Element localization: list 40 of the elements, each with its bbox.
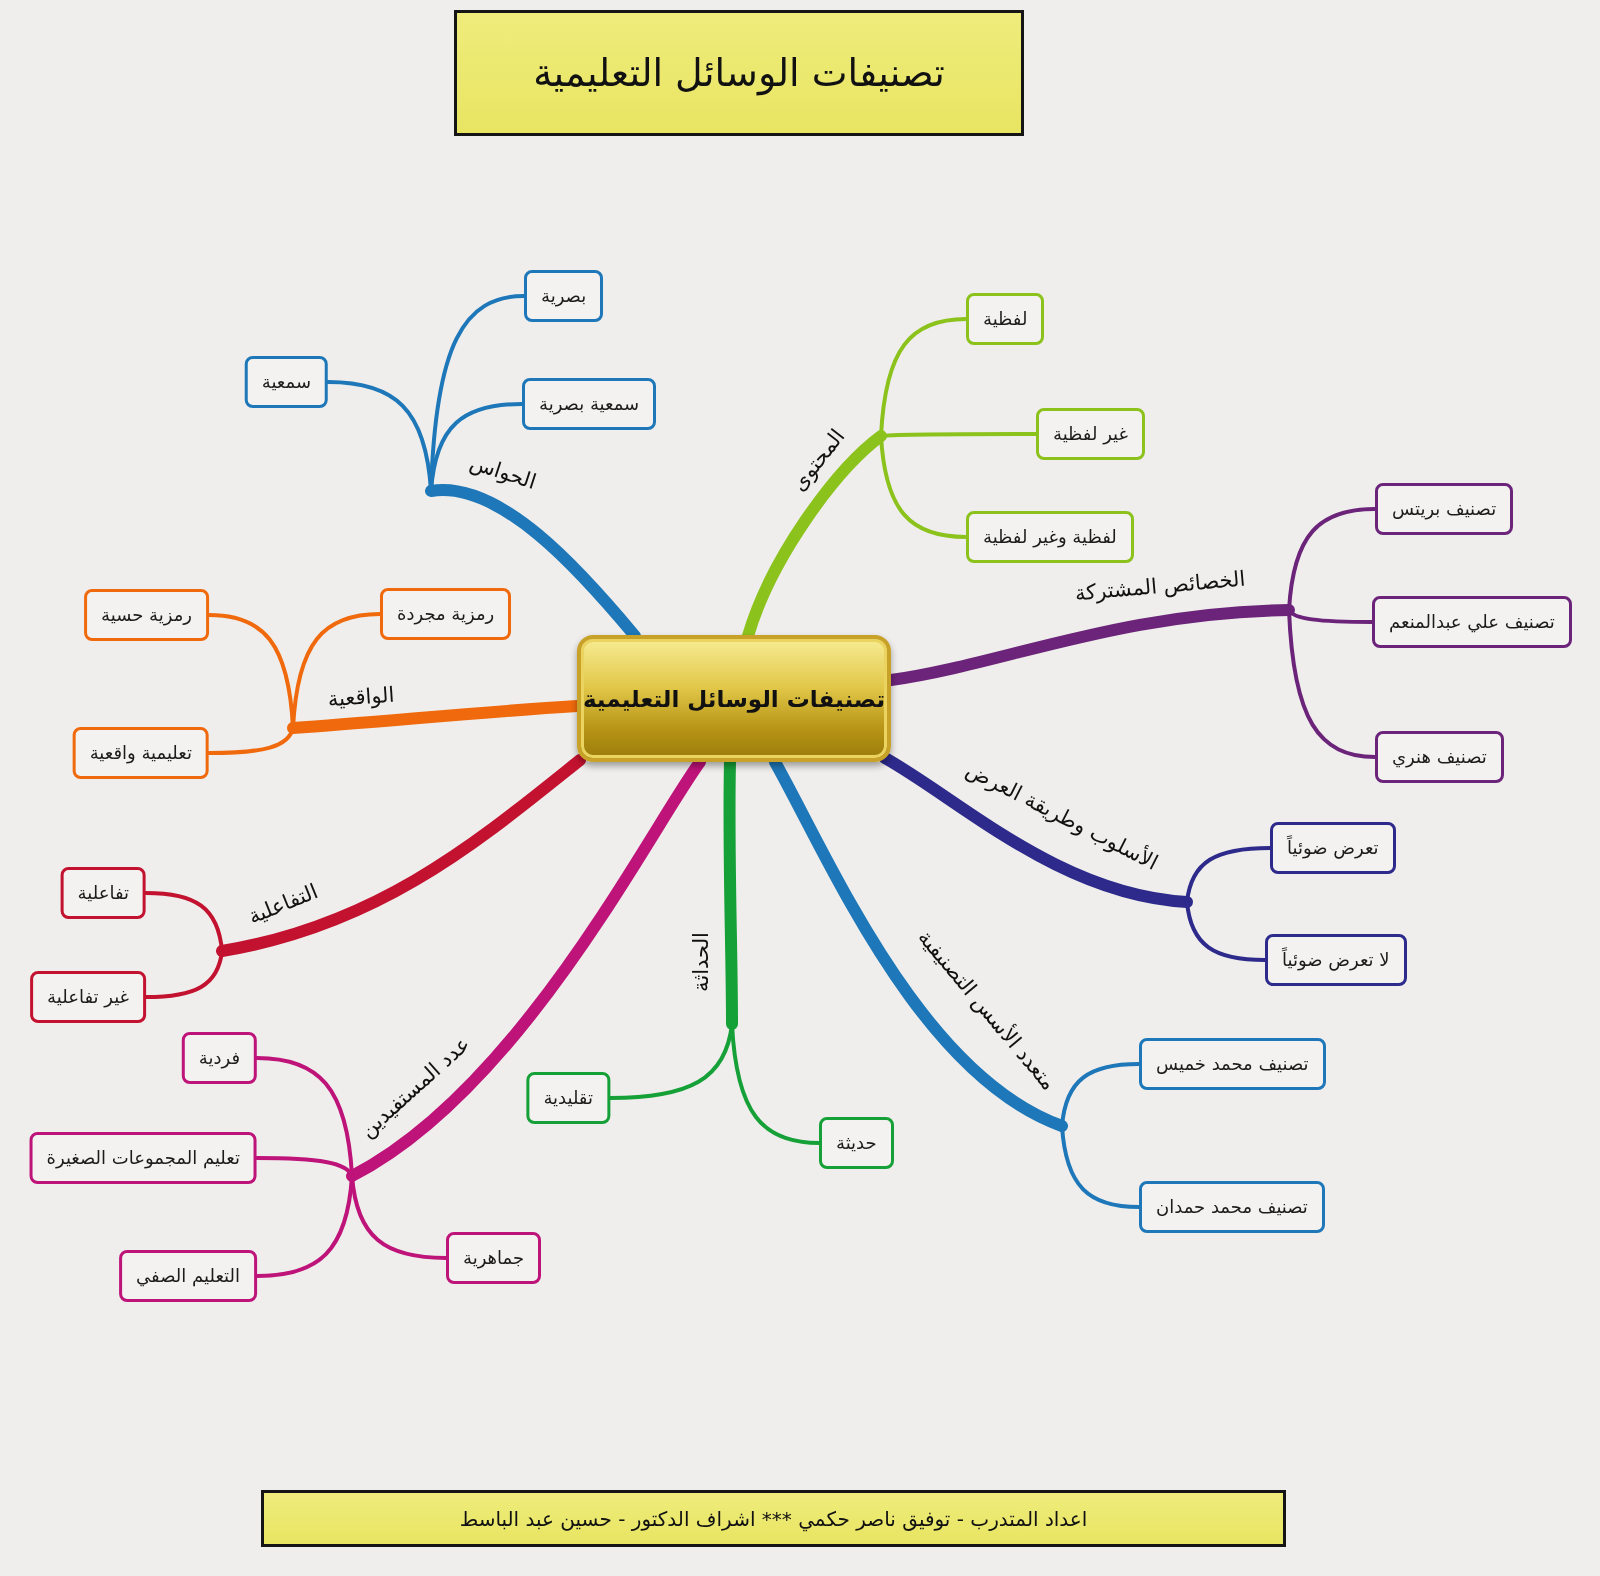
branch-label: الأسلوب وطريقة العرض bbox=[961, 756, 1163, 876]
branch-label: المحتوى bbox=[785, 423, 851, 497]
subtopic-box: فردية bbox=[181, 1032, 257, 1084]
subtopic-box: تفاعلية bbox=[60, 867, 146, 919]
subtopic-box: التعليم الصفي bbox=[119, 1250, 257, 1302]
connector-line bbox=[730, 1022, 821, 1145]
branch-label: الحواس bbox=[466, 449, 540, 495]
branch-line bbox=[216, 754, 586, 957]
branch-label: الحداثة bbox=[688, 932, 714, 992]
subtopic-box: حديثة bbox=[819, 1117, 894, 1169]
subtopic-box: رمزية حسية bbox=[84, 589, 209, 641]
subtopic-box: رمزية مجردة bbox=[380, 588, 512, 640]
title-banner: تصنيفات الوسائل التعليمية bbox=[454, 10, 1024, 136]
subtopic-box: سمعية بصرية bbox=[522, 378, 657, 430]
subtopic-box: غير تفاعلية bbox=[30, 971, 146, 1023]
connector-line bbox=[879, 432, 1038, 438]
subtopic-box: سمعية bbox=[244, 356, 328, 408]
subtopic-box: تصنيف هنري bbox=[1375, 731, 1504, 783]
subtopic-box: تصنيف علي عبدالمنعم bbox=[1372, 596, 1572, 648]
branch-label: الخصائص المشتركة bbox=[1073, 565, 1247, 607]
subtopic-box: لفظية bbox=[966, 293, 1045, 345]
subtopic-box: تعرض ضوئياً bbox=[1270, 822, 1396, 874]
subtopic-box: لفظية وغير لفظية bbox=[966, 511, 1134, 563]
subtopic-box: لا تعرض ضوئياً bbox=[1265, 934, 1407, 986]
subtopic-box: تصنيف محمد خميس bbox=[1139, 1038, 1326, 1090]
subtopic-box: تصنيف بريتس bbox=[1375, 483, 1514, 535]
subtopic-box: غير لفظية bbox=[1036, 408, 1145, 460]
branch-label: متعدد الأسس التصنيفية bbox=[912, 924, 1062, 1096]
credits-banner: اعداد المتدرب - توفيق ناصر حكمي *** اشراف الدكتور - حسين عبد الباسط bbox=[261, 1490, 1286, 1547]
central-topic: تصنيفات الوسائل التعليمية bbox=[577, 635, 891, 762]
branch-line bbox=[879, 752, 1193, 908]
branch-label: الواقعية bbox=[326, 681, 396, 713]
branch-label: التفاعلية bbox=[244, 878, 322, 930]
subtopic-box: تعليمية واقعية bbox=[72, 727, 209, 779]
subtopic-box: بصرية bbox=[524, 270, 604, 322]
subtopic-box: تقليدية bbox=[526, 1072, 610, 1124]
subtopic-box: جماهرية bbox=[446, 1232, 542, 1284]
subtopic-box: تعليم المجموعات الصغيرة bbox=[29, 1132, 257, 1184]
branch-label: عدد المستفيدين bbox=[354, 1030, 476, 1144]
subtopic-box: تصنيف محمد حمدان bbox=[1139, 1181, 1325, 1233]
